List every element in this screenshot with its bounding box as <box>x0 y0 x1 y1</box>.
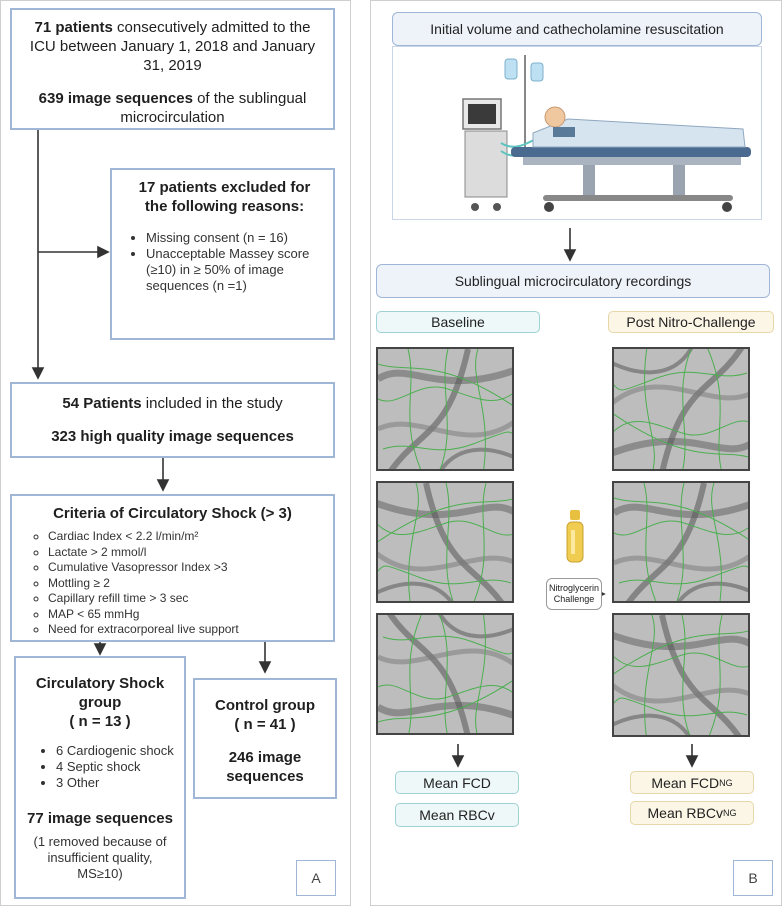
excluded-title: 17 patients excluded for the following r… <box>138 179 311 215</box>
excluded-item: Missing consent (n = 16) <box>146 230 321 246</box>
baseline-image-1 <box>376 347 514 471</box>
mean-rbcv-ng-sub: NG <box>722 808 737 818</box>
sequence-count: 639 image sequences <box>38 90 193 107</box>
challenge-label-line1: Nitroglycerin <box>548 583 599 593</box>
resuscitation-label: Initial volume and cathecholamine resusc… <box>392 12 762 46</box>
included-text: included in the study <box>141 395 283 412</box>
criteria-item: Capillary refill time > 3 sec <box>48 591 323 607</box>
excluded-item: Unacceptable Massey score (≥10) in ≥ 50%… <box>146 246 321 294</box>
mean-fcd-ng-sub: NG <box>719 777 733 788</box>
post-image-1 <box>612 347 750 471</box>
shock-group-box: Circulatory Shock group ( n = 13 ) 6 Car… <box>14 656 186 899</box>
shock-group-note: (1 removed because of insufficient quali… <box>33 834 167 881</box>
shock-group-title: Circulatory Shock group <box>35 675 165 711</box>
criteria-box: Criteria of Circulatory Shock (> 3) Card… <box>10 494 335 642</box>
criteria-item: Lactate > 2 mmol/l <box>48 545 323 561</box>
nitroglycerin-challenge-label: Nitroglycerin Challenge <box>546 578 602 610</box>
post-image-2 <box>612 481 750 603</box>
enrollment-count: 71 patients <box>34 19 113 36</box>
sequence-text: of the sublingual microcirculation <box>120 90 307 126</box>
panel-a-letter: A <box>296 860 336 896</box>
excluded-box: 17 patients excluded for the following r… <box>110 168 335 340</box>
enrollment-text: consecutively admitted to the ICU betwee… <box>29 19 316 74</box>
criteria-item: MAP < 65 mmHg <box>48 607 323 623</box>
shock-group-n: ( n = 13 ) <box>69 713 131 730</box>
baseline-image-3 <box>376 613 514 735</box>
criteria-item: Cardiac Index < 2.2 l/min/m² <box>48 529 323 545</box>
shock-group-item: 6 Cardiogenic shock <box>56 743 174 759</box>
included-box: 54 Patients included in the study 323 hi… <box>10 382 335 458</box>
challenge-label-line2: Challenge <box>553 594 595 604</box>
recordings-label: Sublingual microcirculatory recordings <box>376 264 770 298</box>
shock-group-item: 3 Other <box>56 775 174 791</box>
shock-group-list: 6 Cardiogenic shock 4 Septic shock 3 Oth… <box>26 743 174 791</box>
included-sequences: 323 high quality image sequences <box>51 428 294 445</box>
enrollment-box: 71 patients consecutively admitted to th… <box>10 8 335 130</box>
criteria-title: Criteria of Circulatory Shock (> 3) <box>53 505 292 522</box>
mean-fcd-label: Mean FCD <box>395 771 519 794</box>
mean-rbcv-ng-main: Mean RBCv <box>647 805 723 821</box>
control-group-box: Control group ( n = 41 ) 246 image seque… <box>193 678 337 799</box>
panel-b-letter: B <box>733 860 773 896</box>
criteria-list: Cardiac Index < 2.2 l/min/m² Lactate > 2… <box>22 529 323 638</box>
mean-rbcv-label: Mean RBCv <box>395 803 519 827</box>
post-challenge-label: Post Nitro-Challenge <box>608 311 774 333</box>
baseline-label: Baseline <box>376 311 540 333</box>
shock-group-sequences: 77 image sequences <box>27 810 173 827</box>
baseline-image-2 <box>376 481 514 603</box>
post-image-3 <box>612 613 750 737</box>
control-group-n: ( n = 41 ) <box>234 716 296 733</box>
control-group-title: Control group <box>215 697 315 714</box>
mean-fcd-ng-main: Mean FCD <box>651 774 720 791</box>
included-count: 54 Patients <box>62 395 142 412</box>
criteria-item: Cumulative Vasopressor Index >3 <box>48 560 323 576</box>
excluded-list: Missing consent (n = 16) Unacceptable Ma… <box>128 230 321 294</box>
patient-illustration <box>392 46 762 220</box>
criteria-item: Need for extracorporeal live support <box>48 622 323 638</box>
control-group-sequences: 246 image sequences <box>226 749 304 785</box>
shock-group-item: 4 Septic shock <box>56 759 174 775</box>
criteria-item: Mottling ≥ 2 <box>48 576 323 592</box>
